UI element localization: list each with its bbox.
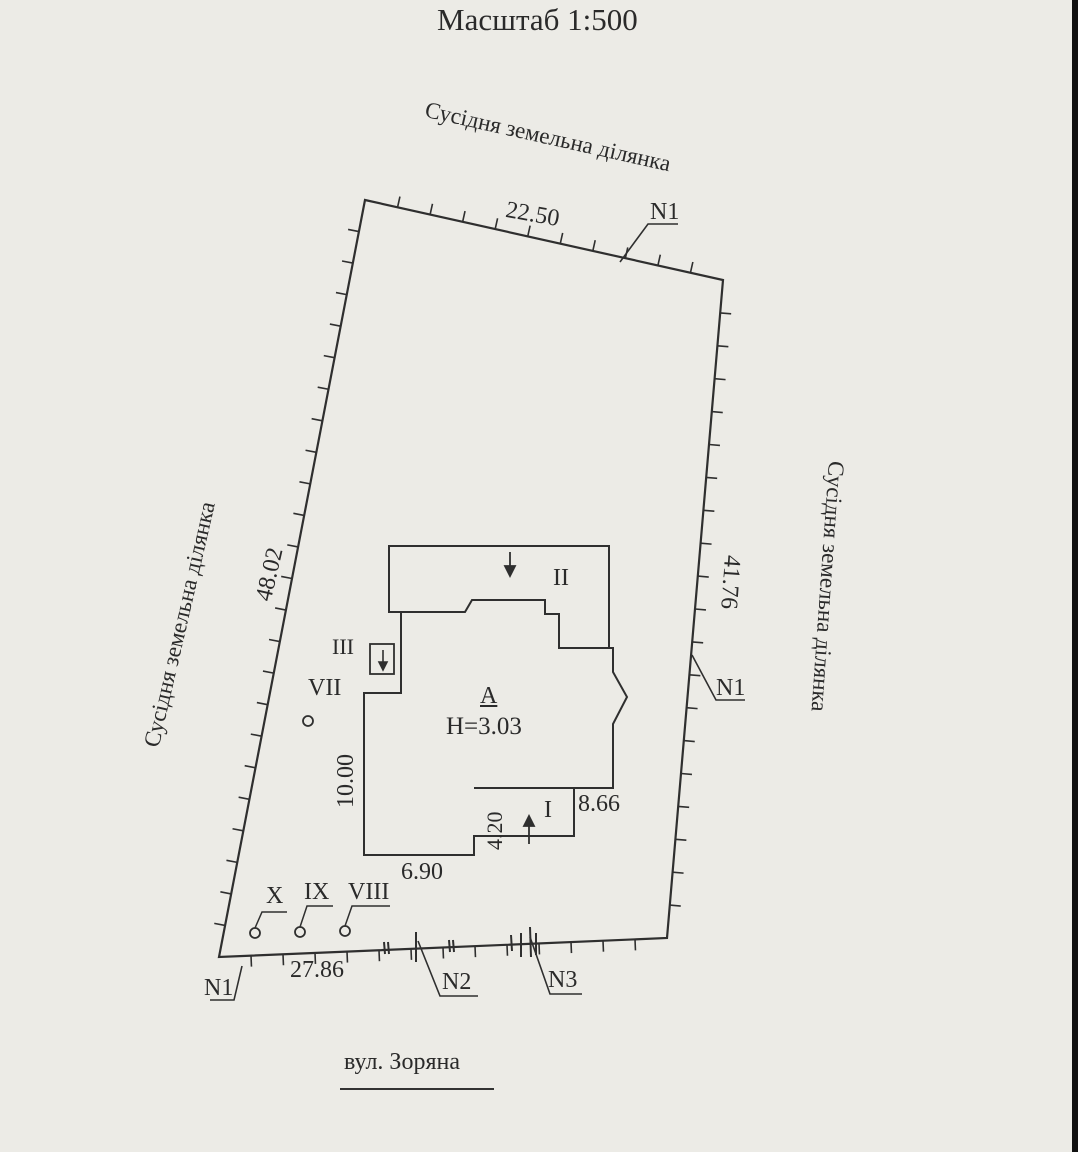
page-edge xyxy=(1072,0,1078,1152)
boundary-tick xyxy=(293,512,305,517)
dimension-right: 41.76 xyxy=(715,554,745,610)
dimension-bottom: 27.86 xyxy=(290,957,344,983)
boundary-tick xyxy=(680,772,693,776)
boundary-tick xyxy=(697,575,709,578)
point-8-label: VIII xyxy=(348,879,390,905)
boundary-tick xyxy=(657,254,662,266)
boundary-tick xyxy=(287,544,299,548)
boundary-tick xyxy=(262,670,274,674)
boundary-tick xyxy=(686,706,698,710)
boundary-tick xyxy=(708,443,721,447)
boundary-tick xyxy=(672,871,684,874)
boundary-tick xyxy=(238,796,250,801)
boundary-tick xyxy=(461,210,466,222)
boundary-tick xyxy=(220,891,232,895)
boundary-tick xyxy=(274,607,287,611)
boundary-tick xyxy=(714,377,726,381)
point-10-label: X xyxy=(266,883,284,909)
boundary-tick xyxy=(244,764,256,769)
boundary-tick xyxy=(692,641,704,644)
boundary-tick xyxy=(256,701,268,706)
dimension-house-right: 8.66 xyxy=(578,791,620,817)
boundary-tick xyxy=(526,225,531,237)
boundary-tick xyxy=(311,417,323,422)
street-name: вул. Зоряна xyxy=(344,1049,460,1075)
boundary-tick xyxy=(689,674,701,677)
boundary-tick xyxy=(675,838,687,842)
entry-arrow-icon xyxy=(377,650,389,672)
entry-arrow-icon xyxy=(503,552,517,579)
boundary-tick xyxy=(429,203,434,215)
marker-n3: N3 xyxy=(548,967,578,993)
boundary-tick xyxy=(703,509,715,513)
point-7-label: VII xyxy=(308,675,342,701)
boundary-tick xyxy=(559,232,564,244)
boundary-tick xyxy=(706,476,718,480)
dimension-house-depth: 10.00 xyxy=(333,754,359,808)
dimension-porch: 4.20 xyxy=(482,811,507,851)
house-outline xyxy=(363,545,629,856)
annex-3-label: III xyxy=(332,634,354,659)
boundary-tick xyxy=(250,733,262,737)
scale-title: Масштаб 1:500 xyxy=(437,2,638,37)
boundary-tick xyxy=(226,859,238,864)
marker-n1-top: N1 xyxy=(650,199,680,225)
marker-n2: N2 xyxy=(442,969,472,995)
boundary-tick xyxy=(281,575,293,580)
boundary-tick xyxy=(720,312,732,315)
boundary-tick xyxy=(689,261,694,273)
boundary-tick xyxy=(494,218,499,230)
point-9-label: IX xyxy=(304,879,330,905)
boundary-tick xyxy=(317,386,329,391)
frontage-marks xyxy=(383,926,537,962)
annex-2-label: II xyxy=(553,565,569,591)
boundary-tick xyxy=(335,291,347,296)
boundary-tick xyxy=(669,904,681,907)
parcel-boundary xyxy=(217,198,725,959)
boundary-tick xyxy=(396,196,401,208)
boundary-tick xyxy=(214,922,226,927)
boundary-tick xyxy=(268,638,280,643)
boundary-tick xyxy=(717,345,729,348)
building-letter: А xyxy=(480,683,498,709)
boundary-tick xyxy=(592,239,596,252)
annex-1-label: I xyxy=(544,797,552,823)
boundary-tick xyxy=(347,228,360,233)
boundary-tick xyxy=(711,410,723,414)
boundary-tick xyxy=(329,323,341,327)
marker-n1-bottom: N1 xyxy=(204,975,234,1001)
boundary-tick xyxy=(232,827,244,832)
boundary-tick xyxy=(700,542,712,545)
boundary-tick xyxy=(323,354,335,359)
building-height: H=3.03 xyxy=(446,713,522,740)
boundary-tick xyxy=(694,608,707,611)
survey-point-icons xyxy=(249,715,351,939)
annex-3-outline xyxy=(369,643,395,675)
boundary-tick xyxy=(299,481,311,485)
street-underline xyxy=(340,1088,494,1090)
boundary-tick xyxy=(683,739,695,743)
entry-arrow-icon xyxy=(522,813,536,844)
marker-n1-right: N1 xyxy=(716,675,746,701)
boundary-ticks xyxy=(214,196,732,967)
survey-point-leaders xyxy=(254,905,390,929)
annex-2-outline xyxy=(401,599,609,649)
dimension-house-front: 6.90 xyxy=(401,859,443,885)
boundary-tick xyxy=(305,449,317,454)
boundary-tick xyxy=(678,805,690,809)
boundary-tick xyxy=(341,260,353,264)
reference-marker-leaders xyxy=(210,223,745,1001)
